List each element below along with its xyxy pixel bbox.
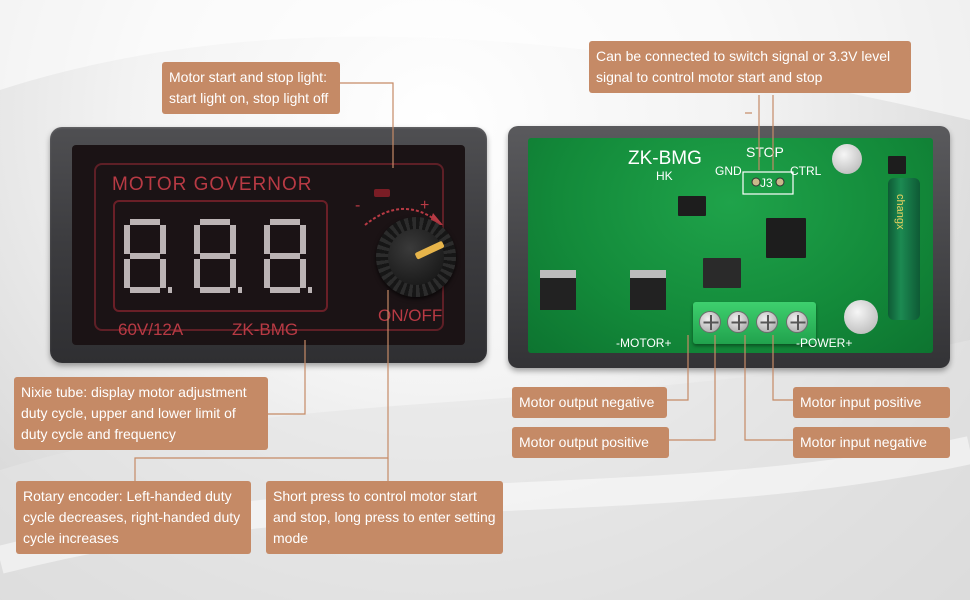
mosfet-2 xyxy=(630,270,666,310)
ctrl-label: CTRL xyxy=(790,164,822,178)
start-stop-led-icon xyxy=(374,189,390,197)
callout-nixie-tube: Nixie tube: display motor adjustment dut… xyxy=(14,377,268,450)
small-capacitor-2 xyxy=(844,300,878,334)
small-capacitor-1 xyxy=(832,144,862,174)
pcb-brand-label: HK xyxy=(656,169,673,183)
display-face: MOTOR GOVERNOR 60V/12A xyxy=(72,145,465,345)
model-label: ZK-BMG xyxy=(232,320,299,339)
callout-rotary-encoder: Rotary encoder: Left-handed duty cycle d… xyxy=(16,481,251,554)
control-ic-chip xyxy=(766,218,806,258)
rotary-encoder-knob[interactable] xyxy=(372,211,462,301)
capacitor-brand-label: changx xyxy=(894,194,906,230)
nixie-tube-frame xyxy=(113,200,328,312)
terminal-screw-3-icon[interactable] xyxy=(756,311,778,333)
governor-title: MOTOR GOVERNOR xyxy=(112,174,313,195)
stop-label: STOP xyxy=(746,144,784,160)
terminal-screw-1-icon[interactable] xyxy=(699,311,721,333)
screw-terminal-block[interactable] xyxy=(693,302,816,344)
mosfet-1 xyxy=(540,270,576,310)
seven-segment-digit-3-icon xyxy=(264,219,312,293)
callout-motor-output-negative: Motor output negative xyxy=(512,387,667,418)
small-ic-chip xyxy=(678,196,706,216)
callout-motor-input-negative: Motor input negative xyxy=(793,427,950,458)
callout-start-stop-light: Motor start and stop light: start light … xyxy=(162,62,340,114)
rating-label: 60V/12A xyxy=(118,320,184,339)
knob-plus-label: + xyxy=(420,197,430,214)
pcb-module: ZK-BMG HK STOP GND J3 CTRL changx -MOTOR… xyxy=(508,126,950,368)
j3-label: J3 xyxy=(760,176,773,190)
motor-governor-display-module: MOTOR GOVERNOR 60V/12A xyxy=(50,127,487,363)
large-electrolytic-capacitor: changx xyxy=(888,178,920,320)
on-off-label: ON/OFF xyxy=(378,306,443,325)
pcb-model-label: ZK-BMG xyxy=(628,148,702,169)
seven-segment-digit-1-icon xyxy=(124,219,172,293)
gnd-label: GND xyxy=(715,164,742,178)
terminal-screw-2-icon[interactable] xyxy=(727,311,749,333)
callout-switch-signal: Can be connected to switch signal or 3.3… xyxy=(589,41,911,93)
callout-short-press: Short press to control motor start and s… xyxy=(266,481,503,554)
callout-motor-output-positive: Motor output positive xyxy=(512,427,669,458)
terminal-screw-4-icon[interactable] xyxy=(786,311,808,333)
power-terminal-label: -POWER+ xyxy=(796,336,853,350)
knob-minus-label: - xyxy=(355,197,361,214)
pcb-board: ZK-BMG HK STOP GND J3 CTRL changx -MOTOR… xyxy=(528,138,933,353)
seven-segment-digit-2-icon xyxy=(194,219,242,293)
regulator-chip xyxy=(703,258,741,288)
motor-terminal-label: -MOTOR+ xyxy=(616,336,672,350)
diode-chip xyxy=(888,156,906,174)
callout-motor-input-positive: Motor input positive xyxy=(793,387,950,418)
j3-connector-icon xyxy=(742,171,794,195)
